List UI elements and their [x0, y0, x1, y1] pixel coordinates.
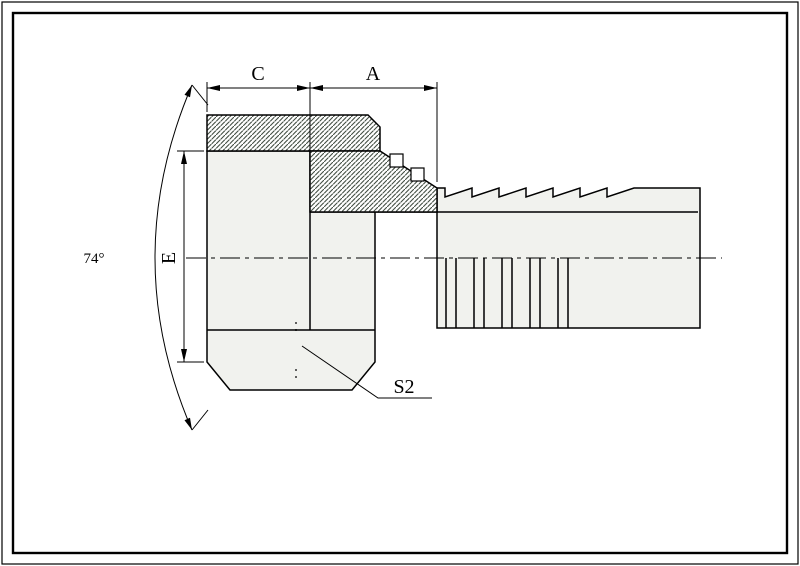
barb-groove-lines: [445, 258, 569, 328]
dimension-arrowheads: [181, 85, 437, 430]
cone-ridge-2: [410, 167, 425, 182]
arrow-a-right: [424, 85, 437, 91]
extension-lines: [177, 82, 438, 363]
dimension-a-label: A: [366, 63, 381, 85]
hex-size-s2-label: S2: [393, 376, 414, 398]
cone-ridge-1: [389, 153, 404, 168]
cone-angle-annotation: [154, 84, 209, 431]
cone-section: [309, 150, 438, 213]
drawing-frame-inner: [11, 11, 789, 555]
angle-arc: [154, 84, 193, 431]
nut-cap-section: [206, 114, 381, 152]
cone-angle-label: 74°: [84, 251, 105, 267]
arrow-c-left: [207, 85, 220, 91]
arrow-c-right: [297, 85, 310, 91]
arrow-angle-bottom: [184, 417, 192, 430]
arrow-e-bottom: [181, 349, 187, 362]
arrow-e-top: [181, 151, 187, 164]
angle-leg-top: [191, 84, 209, 106]
dimension-e-label: E: [158, 252, 180, 264]
dimension-c-label: C: [251, 63, 264, 85]
s2-leader-line: [301, 345, 432, 399]
arrow-a-left: [310, 85, 323, 91]
angle-leg-bottom: [191, 409, 209, 431]
arrow-angle-top: [184, 85, 192, 98]
